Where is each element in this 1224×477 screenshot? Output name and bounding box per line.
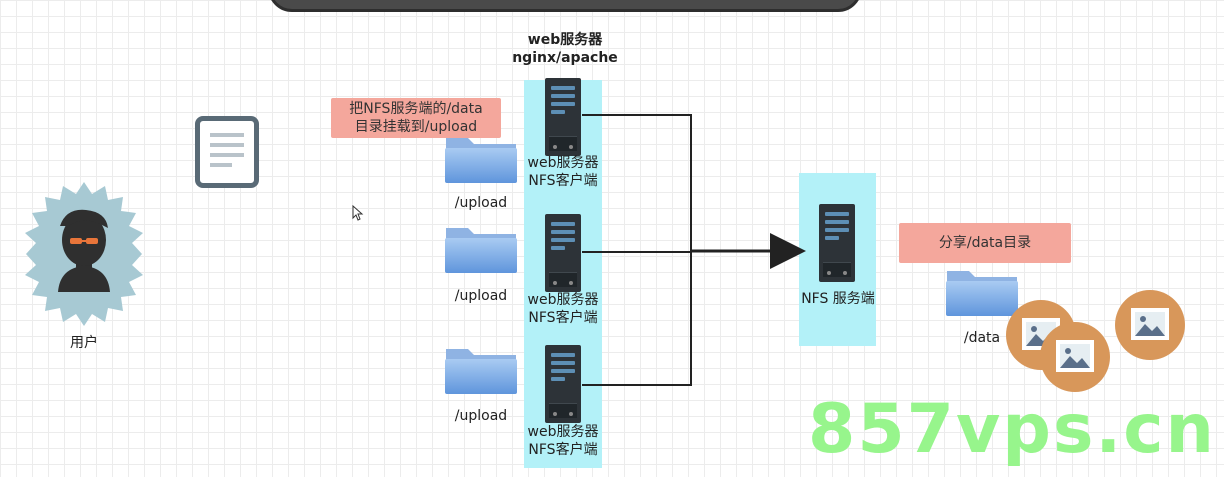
- mouse-pointer-icon: [352, 204, 364, 225]
- nfs-server-icon: [819, 204, 855, 282]
- web-server-label-3a: web服务器: [527, 424, 599, 440]
- user-label: 用户: [70, 335, 98, 351]
- upload-folder-label-2: /upload: [454, 288, 508, 304]
- web-server-subtitle: nginx/apache: [512, 50, 618, 66]
- share-note: 分享/data目录: [899, 223, 1071, 263]
- upload-folder-label-3: /upload: [454, 408, 508, 424]
- data-folder-icon: [946, 271, 1018, 316]
- server-icon: [545, 78, 581, 156]
- web-server-label-3b: NFS客户端: [528, 442, 598, 458]
- nfs-server-label: NFS 服务端: [801, 291, 875, 307]
- web-server-label-2b: NFS客户端: [528, 310, 598, 326]
- mount-note-line1: 把NFS服务端的/data: [349, 101, 483, 117]
- watermark: 857vps.cn: [808, 390, 1216, 469]
- server-icon: [545, 214, 581, 292]
- user-avatar-icon: [25, 182, 143, 326]
- image-file-icon: [1040, 322, 1110, 392]
- upload-folder-label-1: /upload: [454, 195, 508, 211]
- upload-folder-icon: [445, 228, 517, 273]
- image-file-icon: [1115, 290, 1185, 360]
- upload-folder-icon: [445, 138, 517, 183]
- web-server-title: web服务器: [527, 32, 603, 48]
- web-server-label-1a: web服务器: [527, 155, 599, 171]
- document-icon: [195, 116, 259, 188]
- mount-note: 把NFS服务端的/data 目录挂载到/upload: [331, 98, 501, 138]
- server-icon: [545, 345, 581, 423]
- data-folder-label: /data: [963, 330, 1001, 346]
- mount-note-line2: 目录挂载到/upload: [354, 119, 478, 135]
- web-server-label-1b: NFS客户端: [528, 173, 598, 189]
- upload-folder-icon: [445, 349, 517, 394]
- web-server-label-2a: web服务器: [527, 292, 599, 308]
